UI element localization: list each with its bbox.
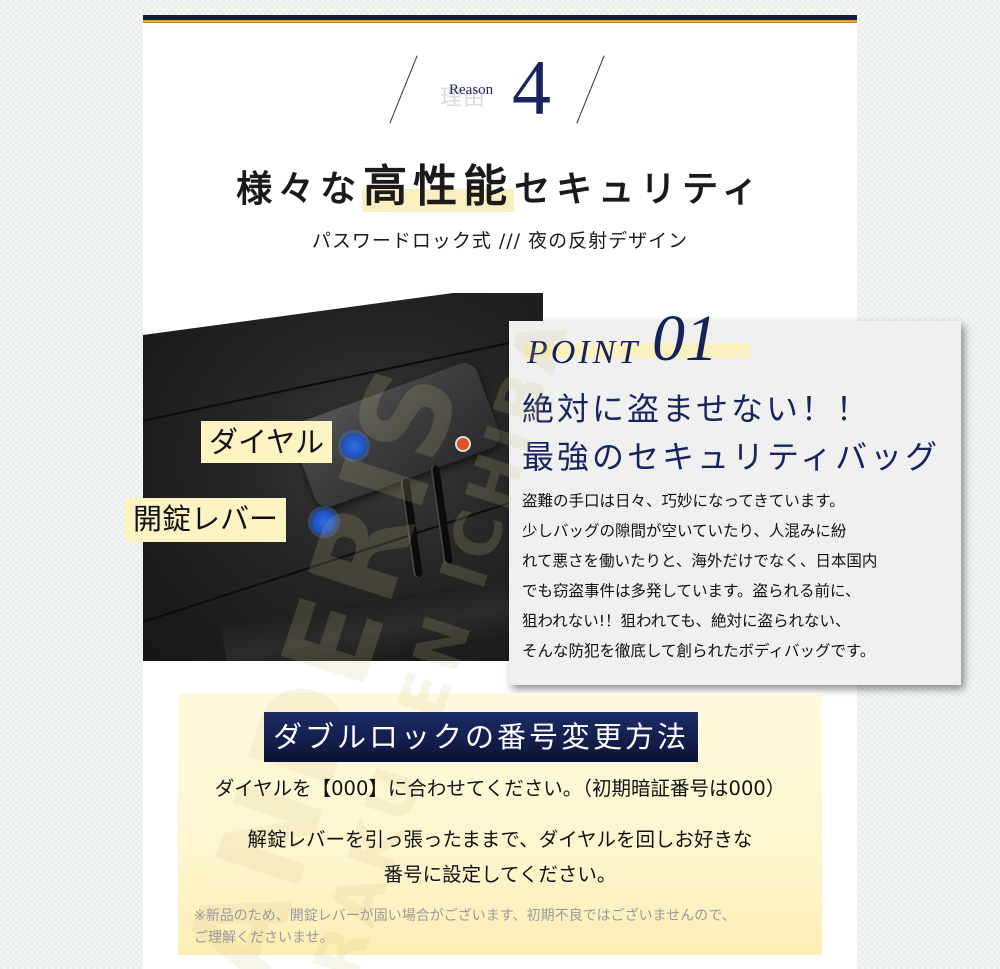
title-prefix: 様々な <box>236 168 363 210</box>
point-body-line: そんな防犯を徹底して創られたボディバッグです。 <box>522 642 876 660</box>
point-word: POINT <box>527 334 641 371</box>
lever-marker-dot-icon <box>311 509 337 535</box>
point-body-line: れて悪さを働いたりと、海外だけでなく、日本国内 <box>522 552 878 570</box>
lock-emblem-icon <box>455 436 471 452</box>
point-body-line: 狙われない!！狙われても、絶対に盗られない、 <box>522 612 851 630</box>
how-to-note-line1: ※新品のため、開錠レバーが固い場合がございます、初期不良ではございませんので、 <box>194 908 736 924</box>
top-accent-bar <box>143 15 857 23</box>
page-title: 様々な高性能セキュリティ <box>0 150 1000 214</box>
point-heading-line2: 最強のセキュリティバッグ <box>522 438 941 476</box>
page-subtitle: パスワードロック式 /// 夜の反射デザイン <box>311 230 689 252</box>
dial-marker-dot-icon <box>341 433 367 459</box>
point-body-line: 少しバッグの隙間が空いていたり、人混みに紛 <box>522 522 847 540</box>
point-number: 01 <box>652 302 718 375</box>
how-to-step2-line2: 番号に設定してください。 <box>383 863 617 886</box>
lever-label: 開錠レバー <box>125 498 287 542</box>
how-to-note: ※新品のため、開錠レバーが固い場合がございます、初期不良ではございませんので、 … <box>194 905 814 949</box>
reason-number: 4 <box>512 44 551 131</box>
dial-label: ダイヤル <box>201 421 333 463</box>
title-highlight: 高性能 <box>362 161 515 212</box>
point-highlight-bar <box>524 343 750 358</box>
point-body-line: でも窃盗事件は多発しています。盗られる前に、 <box>522 582 861 600</box>
how-to-step1: ダイヤルを【000】に合わせてください。（初期暗証番号は000） <box>214 777 786 800</box>
point-heading-line1: 絶対に盗ませない！！ <box>522 390 872 428</box>
how-to-title: ダブルロックの番号変更方法 <box>264 712 698 762</box>
point-card <box>509 321 961 685</box>
reason-ghost-text: 理由 <box>440 86 487 111</box>
point-body: 盗難の手口は日々、巧妙になってきています。 少しバッグの隙間が空いていたり、人混… <box>522 486 962 666</box>
how-to-note-line2: ご理解くださいませ。 <box>194 930 334 946</box>
how-to-step2-line1: 解錠レバーを引っ張ったままで、ダイヤルを回しお好きな <box>247 828 753 851</box>
title-suffix: セキュリティ <box>514 168 764 210</box>
point-body-line: 盗難の手口は日々、巧妙になってきています。 <box>522 492 845 510</box>
reason-label: Reason <box>449 82 494 98</box>
